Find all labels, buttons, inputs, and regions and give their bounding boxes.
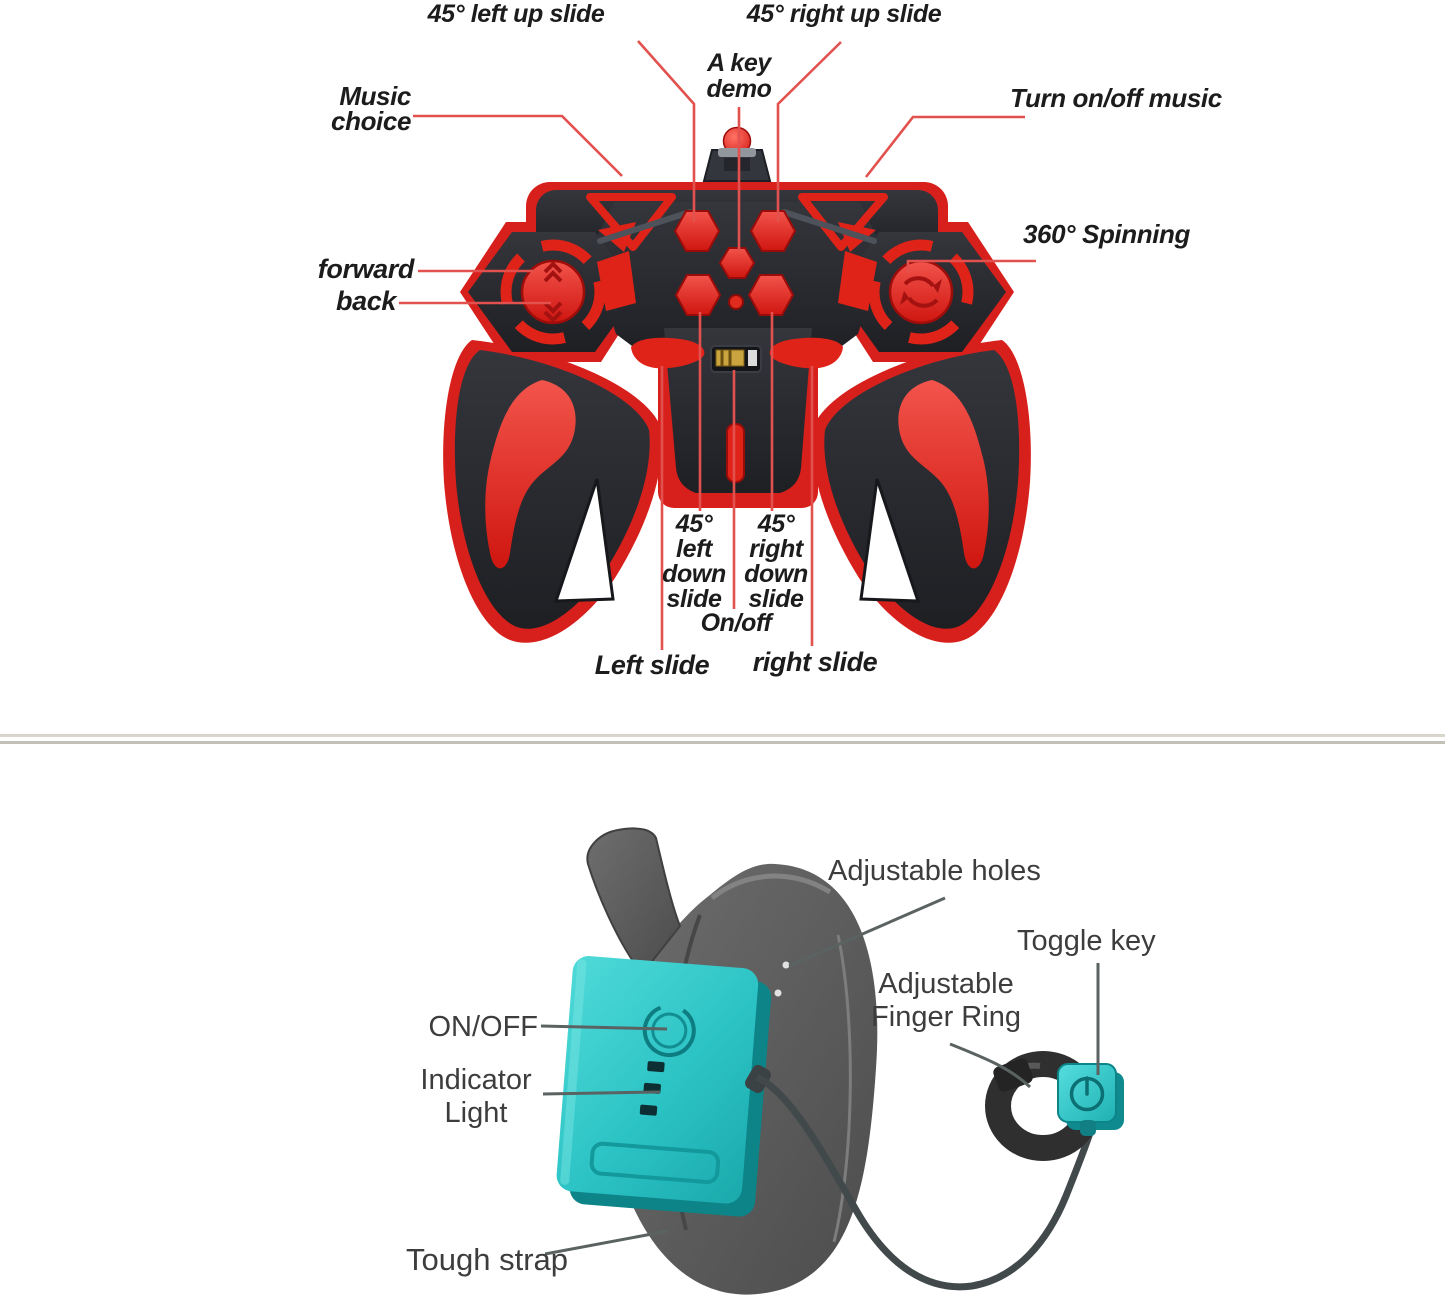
leader-adjustable-holes — [788, 896, 946, 968]
controller-illustration — [399, 40, 1036, 650]
label-back: back — [336, 286, 396, 316]
label-right-down-slide: 45° right down slide — [744, 510, 808, 613]
label-on-off-wrist: ON/OFF — [428, 1011, 538, 1043]
label-left-down-slide: 45° left down slide — [662, 510, 726, 613]
label-left-up-slide: 45° left up slide — [427, 0, 605, 28]
leader-on-off-wrist — [540, 1024, 668, 1031]
controller-leader-lines — [399, 40, 1036, 650]
battery-slot — [726, 423, 745, 483]
adjustable-hole — [782, 961, 790, 969]
eyebrow-accent — [631, 337, 705, 369]
leader-left-up-slide — [637, 40, 696, 222]
section-divider-line — [0, 734, 1445, 737]
label-left-slide: Left slide — [594, 650, 710, 680]
label-adjustable-finger-ring: Adjustable Finger Ring — [871, 968, 1021, 1033]
left-joystick — [500, 239, 606, 345]
leader-tough-strap — [544, 1229, 669, 1256]
toggle-key-button — [1057, 1063, 1124, 1136]
button-right-up-slide — [749, 210, 797, 252]
right-joystick — [874, 245, 968, 339]
center-buttons — [673, 210, 797, 316]
adjustable-hole — [774, 989, 782, 997]
grip-flame — [485, 380, 576, 569]
label-indicator-light: Indicator Light — [420, 1064, 532, 1129]
button-a-key-demo — [718, 247, 756, 279]
label-turn-music: Turn on/off music — [1010, 83, 1222, 113]
power-button — [642, 1004, 696, 1058]
label-spinning: 360° Spinning — [1023, 219, 1190, 249]
label-right-up-slide: 45° right up slide — [746, 0, 942, 28]
button-left-down-slide — [674, 274, 722, 316]
label-a-key-demo: A key demo — [706, 49, 772, 103]
label-toggle-key: Toggle key — [1017, 925, 1156, 957]
leader-turn-music — [864, 115, 1025, 178]
wristband-illustration — [540, 827, 1124, 1295]
button-left-up-slide — [673, 210, 721, 252]
up-down-arrows-icon — [543, 261, 563, 323]
leader-music-choice — [413, 114, 623, 177]
leader-spinning — [906, 259, 1036, 273]
section-divider-line — [0, 741, 1445, 744]
antenna — [702, 126, 772, 182]
label-forward: forward — [317, 254, 415, 284]
button-right-down-slide — [747, 274, 795, 316]
power-icon — [1069, 1076, 1105, 1112]
leader-indicator-light — [542, 1090, 661, 1096]
control-module — [556, 956, 772, 1217]
label-adjustable-holes: Adjustable holes — [828, 855, 1041, 887]
indicator-dot — [728, 294, 744, 310]
connection-cable — [745, 1064, 1097, 1291]
module-pocket — [589, 1141, 721, 1184]
leader-finger-ring — [949, 1042, 1032, 1089]
grip-cutout — [553, 478, 615, 603]
leader-right-up-slide — [776, 41, 842, 222]
controller-decor — [485, 193, 989, 603]
label-right-slide: right slide — [752, 647, 878, 677]
power-slider — [710, 345, 762, 373]
label-tough-strap: Tough strap — [406, 1242, 568, 1277]
label-on-off-controller: On/off — [700, 609, 772, 637]
label-music-choice: Music choice — [331, 81, 411, 136]
spin-arrows-icon — [900, 276, 942, 308]
wristband-leader-lines — [540, 896, 1100, 1256]
